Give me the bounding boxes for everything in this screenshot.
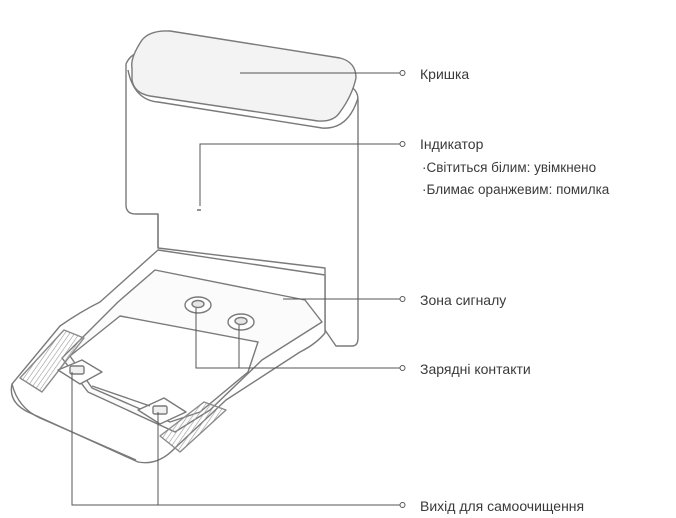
leader-charging-contacts [195, 308, 406, 371]
indicator-label: Індикатор [420, 136, 484, 152]
base-plate [10, 249, 326, 464]
lid-label: Кришка [420, 66, 470, 82]
charging-contact-right [227, 313, 255, 331]
outlet-connector-line [91, 385, 151, 407]
tower [125, 30, 359, 347]
signal-zone-label: Зона сигналу [420, 292, 507, 308]
charging-contacts-label: Зарядні контакти [420, 361, 531, 377]
base-rim [11, 383, 137, 461]
leader-lid [240, 70, 406, 76]
indicator-state-orange: ·Блимає оранжевим: помилка [422, 182, 610, 197]
left-grip-hatch [19, 329, 85, 393]
lid [131, 30, 357, 122]
self-clean-outlet-right [137, 397, 187, 425]
leader-signal-zone [283, 296, 406, 302]
charging-contact-left [184, 296, 212, 314]
self-clean-outlet-label: Вихід для самоочищення [420, 498, 585, 514]
self-clean-outlet-left [57, 359, 103, 385]
leader-indicator [199, 141, 406, 206]
leader-lines [71, 70, 406, 508]
lid-edge [127, 69, 359, 129]
leader-self-clean [71, 372, 406, 508]
ramp-plate [69, 315, 259, 423]
right-grip-hatch [159, 401, 227, 453]
indicator-state-white: ·Світиться білим: увімкнено [422, 160, 597, 175]
